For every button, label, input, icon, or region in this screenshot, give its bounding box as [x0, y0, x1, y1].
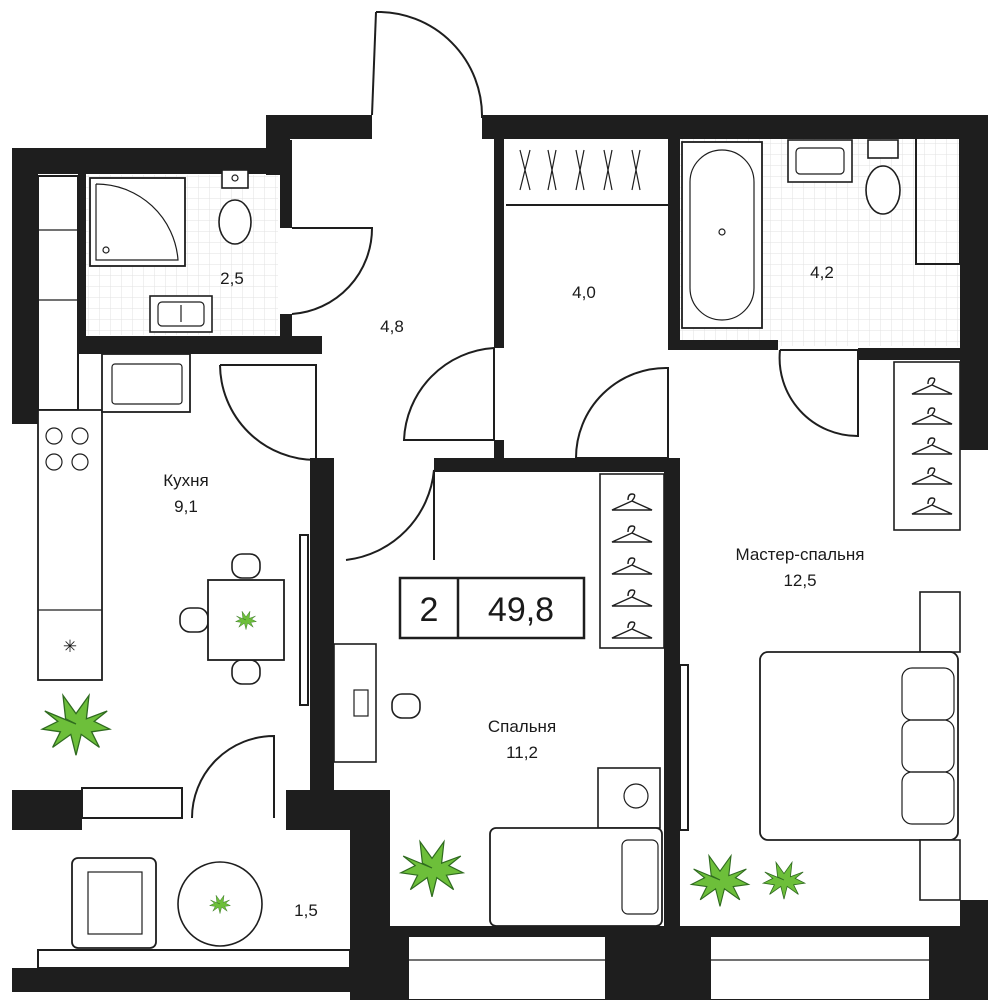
plant-icon — [41, 694, 111, 756]
rooms-count: 2 — [420, 591, 439, 629]
apartment-badge: 2 49,8 — [398, 576, 586, 640]
kitchen-name: Кухня — [163, 471, 209, 490]
double-bed — [759, 591, 961, 901]
total-area: 49,8 — [488, 591, 554, 629]
plant-icon — [400, 840, 464, 898]
closet-area: 4,0 — [572, 283, 596, 302]
desk — [333, 643, 421, 763]
bedroom-name: Спальня — [488, 717, 556, 736]
bathtub-icon — [681, 141, 763, 329]
plant-icon — [690, 855, 750, 907]
bathroom-master-area: 4,2 — [810, 263, 834, 282]
walls — [12, 115, 988, 1000]
stove-icon — [45, 427, 89, 471]
master-bedroom-area: 12,5 — [783, 571, 816, 590]
wardrobe — [599, 473, 665, 649]
toilet-icon — [218, 169, 252, 245]
toilet-icon — [865, 139, 901, 215]
balcony-area: 1,5 — [294, 901, 318, 920]
hallway-area: 4,8 — [380, 317, 404, 336]
shower-cabin — [89, 177, 186, 267]
windows — [37, 137, 961, 1000]
kitchen-counter — [37, 353, 191, 681]
bathroom-small-area: 2,5 — [220, 269, 244, 288]
master-bedroom-name: Мастер-спальня — [735, 545, 864, 564]
washbasin-icon — [787, 139, 853, 183]
plant-icon — [762, 862, 806, 900]
kitchen-area: 9,1 — [174, 497, 198, 516]
dining-table — [179, 553, 285, 685]
bedroom-area: 11,2 — [506, 743, 538, 762]
single-bed — [489, 827, 663, 927]
wardrobe — [893, 361, 961, 531]
nightstand — [597, 767, 661, 829]
doors — [191, 10, 859, 831]
washbasin-icon — [149, 295, 213, 333]
closet-rail — [506, 149, 668, 206]
fridge-icon: ✳ — [63, 637, 77, 656]
round-table — [177, 861, 263, 947]
armchair — [71, 857, 157, 949]
